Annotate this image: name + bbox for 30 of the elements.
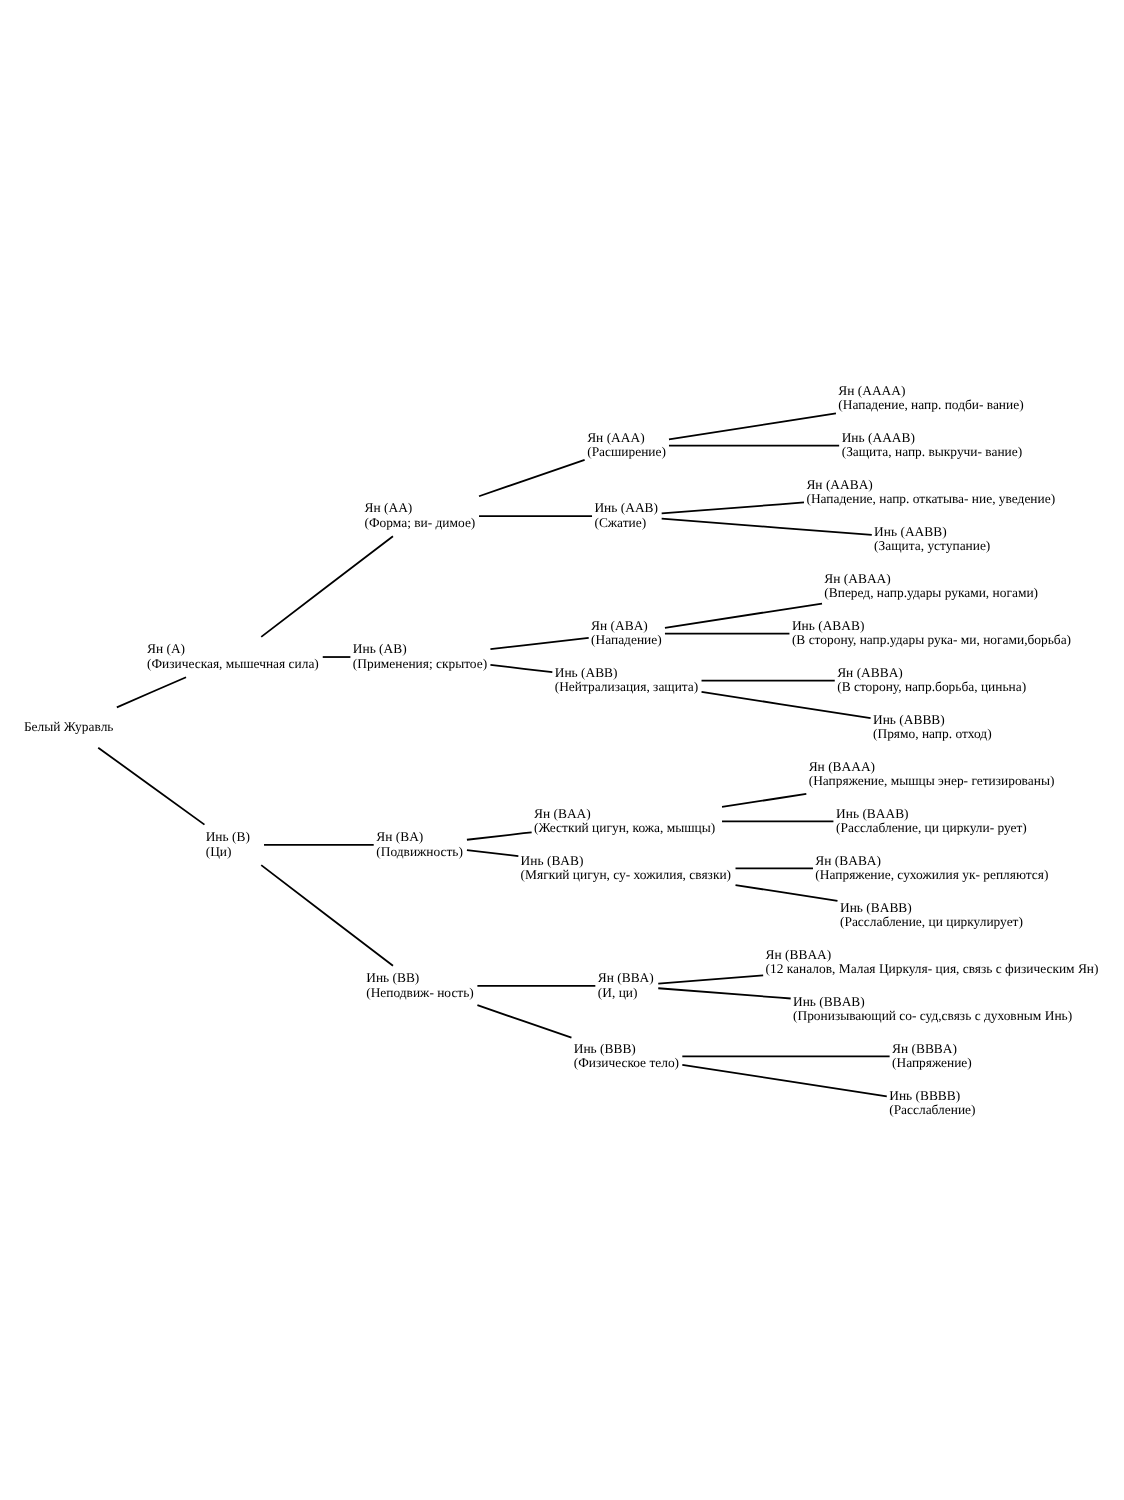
connector bbox=[657, 986, 792, 999]
connector bbox=[321, 655, 352, 657]
connector bbox=[260, 863, 394, 966]
connector bbox=[263, 843, 375, 845]
connector bbox=[660, 500, 805, 514]
connector bbox=[478, 457, 586, 497]
connector bbox=[260, 534, 394, 637]
connector bbox=[721, 792, 808, 807]
connector bbox=[476, 984, 597, 986]
connector bbox=[668, 443, 841, 446]
connector bbox=[721, 819, 835, 822]
connector bbox=[664, 631, 791, 634]
connector bbox=[734, 883, 839, 901]
connector bbox=[466, 830, 533, 840]
connector bbox=[664, 601, 823, 628]
connector bbox=[700, 690, 872, 718]
connector bbox=[466, 848, 520, 856]
connector bbox=[489, 663, 554, 672]
connector bbox=[681, 1062, 888, 1097]
connector bbox=[97, 745, 206, 825]
connector bbox=[478, 514, 593, 516]
connector bbox=[734, 866, 814, 869]
connector bbox=[668, 411, 837, 440]
connector bbox=[700, 678, 836, 681]
connector bbox=[660, 516, 873, 535]
connector bbox=[657, 973, 765, 984]
connector bbox=[476, 1003, 573, 1038]
connector bbox=[489, 635, 590, 649]
connector bbox=[681, 1054, 891, 1057]
connector bbox=[115, 675, 187, 708]
